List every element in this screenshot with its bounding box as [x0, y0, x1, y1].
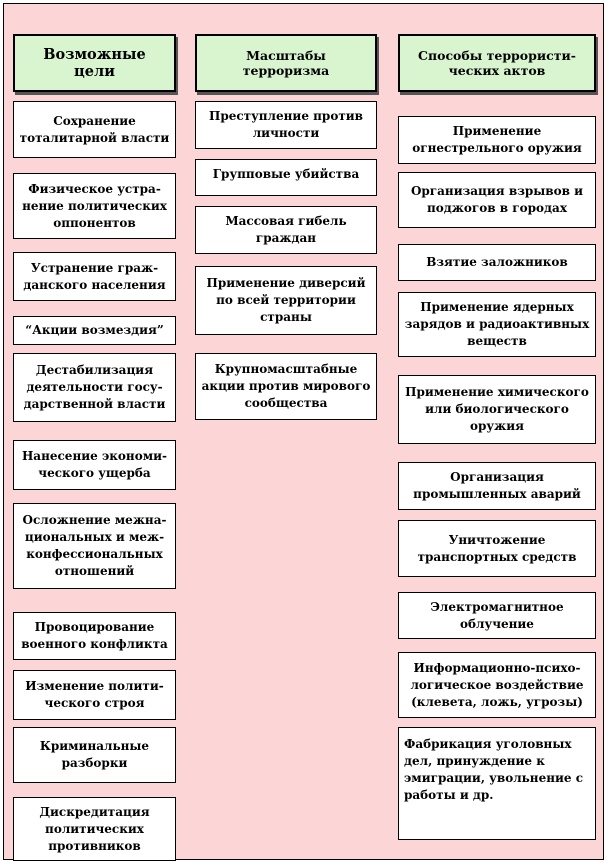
- method-item: Применение огнестрельного оружия: [398, 116, 596, 164]
- header-methods: Способы террористи-ческих актов: [398, 34, 596, 92]
- method-item: Информационно-психо-логическое воздейств…: [398, 652, 596, 718]
- goal-item: Осложнение межна-циональных и меж-конфес…: [13, 503, 176, 589]
- goal-item: Дискредитация политических противников: [13, 797, 176, 861]
- goal-item: Сохранение тоталитарной власти: [13, 101, 176, 158]
- method-item: Фабрикация уголовных дел, принуждение к …: [398, 727, 596, 840]
- goal-item: Дестабилизация деятельности госу-дарстве…: [13, 353, 176, 422]
- header-goals: Возможные цели: [13, 34, 176, 92]
- goal-item: Нанесение экономи-ческого ущерба: [13, 440, 176, 490]
- goal-item: “Акции возмездия”: [13, 316, 176, 345]
- goal-item: Провоцирование военного конфликта: [13, 612, 176, 660]
- goal-item: Изменение полити-ческого строя: [13, 670, 176, 720]
- scale-item: Применение диверсий по всей территории с…: [195, 266, 377, 335]
- method-item: Применение ядерных зарядов и радиоактивн…: [398, 292, 596, 357]
- scale-item: Крупномасштабные акции против мирового с…: [195, 353, 377, 420]
- method-item: Взятие заложников: [398, 244, 596, 281]
- header-scale: Масштабы терроризма: [195, 34, 377, 92]
- method-item: Применение химического или биологическог…: [398, 375, 596, 444]
- method-item: Уничтожение транспортных средств: [398, 520, 596, 577]
- scale-item: Групповые убийства: [195, 159, 377, 196]
- method-item: Электромагнитное облучение: [398, 592, 596, 639]
- method-item: Организация промышленных аварий: [398, 462, 596, 510]
- goal-item: Криминальные разборки: [13, 727, 176, 783]
- scale-item: Преступление против личности: [195, 101, 377, 149]
- scale-item: Массовая гибель граждан: [195, 206, 377, 254]
- goal-item: Устранение граж-данского населения: [13, 252, 176, 301]
- method-item: Организация взрывов и поджогов в городах: [398, 172, 596, 228]
- goal-item: Физическое устра-нение политических оппо…: [13, 173, 176, 239]
